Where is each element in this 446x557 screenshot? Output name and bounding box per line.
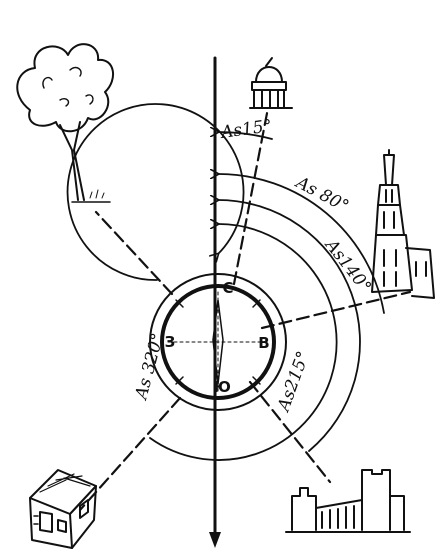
sight-line-tree (94, 210, 174, 296)
arc-as140 (218, 200, 361, 452)
label-as15: As15° (218, 116, 273, 143)
bell-tower-icon (371, 149, 435, 299)
compass-outer-ring (149, 273, 287, 411)
fortress-icon (285, 469, 411, 533)
dial-mark-east: B (258, 334, 269, 352)
dial-mark-south: Ю (213, 378, 231, 396)
observatory-icon (249, 57, 293, 109)
bearing-arcs (66, 103, 385, 461)
arc-as80 (218, 174, 385, 314)
label-as320: As 320° (131, 331, 168, 403)
dial-mark-west: З (165, 333, 176, 351)
label-as215: As215° (273, 349, 314, 416)
compass-inner-ring (160, 284, 276, 400)
dial-ticks (175, 299, 261, 385)
arc-as215 (149, 224, 338, 461)
tree-icon (16, 43, 114, 203)
house-icon (29, 469, 97, 549)
compass-needle (212, 299, 224, 385)
label-as140: As140° (320, 234, 375, 297)
dial-mark-north: C (222, 279, 233, 297)
meridian-arrowhead (209, 532, 221, 548)
sight-line-bell-tower (260, 290, 412, 330)
arc-as320 (66, 103, 245, 281)
sight-line-fortress (248, 380, 332, 484)
sighting-lines (78, 106, 412, 512)
